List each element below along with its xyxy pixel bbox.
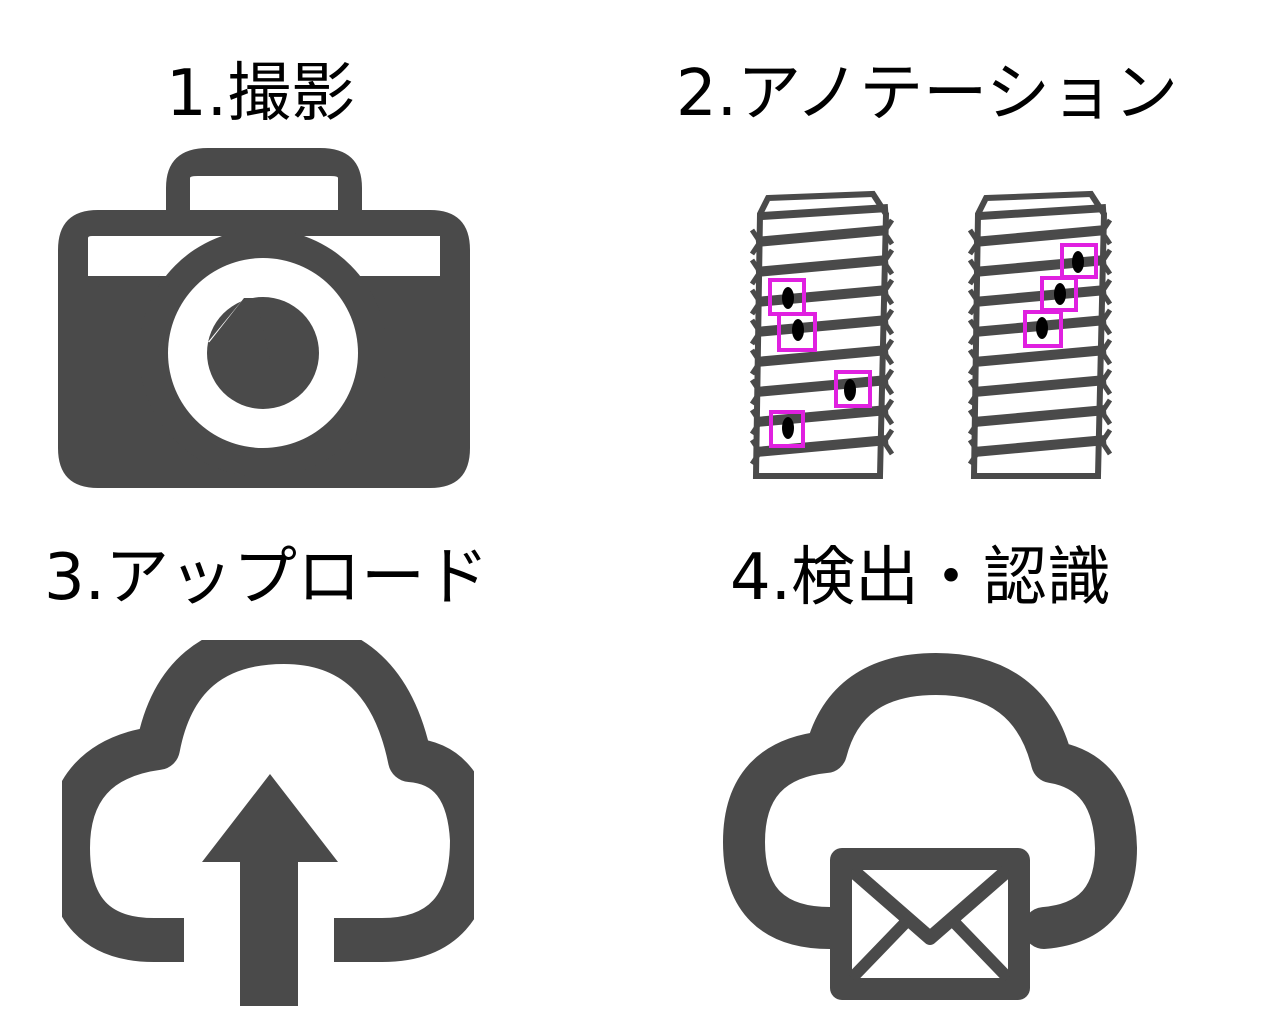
step-3-title: 3.アップロード bbox=[44, 541, 490, 615]
step-1-title: 1.撮影 bbox=[166, 57, 356, 131]
screw-annotation-icon bbox=[748, 190, 1118, 480]
step-4-title: 4.検出・認識 bbox=[730, 541, 1112, 615]
annotation-boxes-left bbox=[768, 278, 872, 448]
step-2-title: 2.アノテーション bbox=[676, 57, 1179, 131]
camera-icon bbox=[58, 148, 470, 488]
cloud-mail-icon bbox=[722, 652, 1138, 1004]
annotation-boxes-right bbox=[1023, 243, 1098, 348]
cloud-upload-icon bbox=[62, 640, 474, 1010]
screw-right bbox=[967, 190, 1113, 479]
